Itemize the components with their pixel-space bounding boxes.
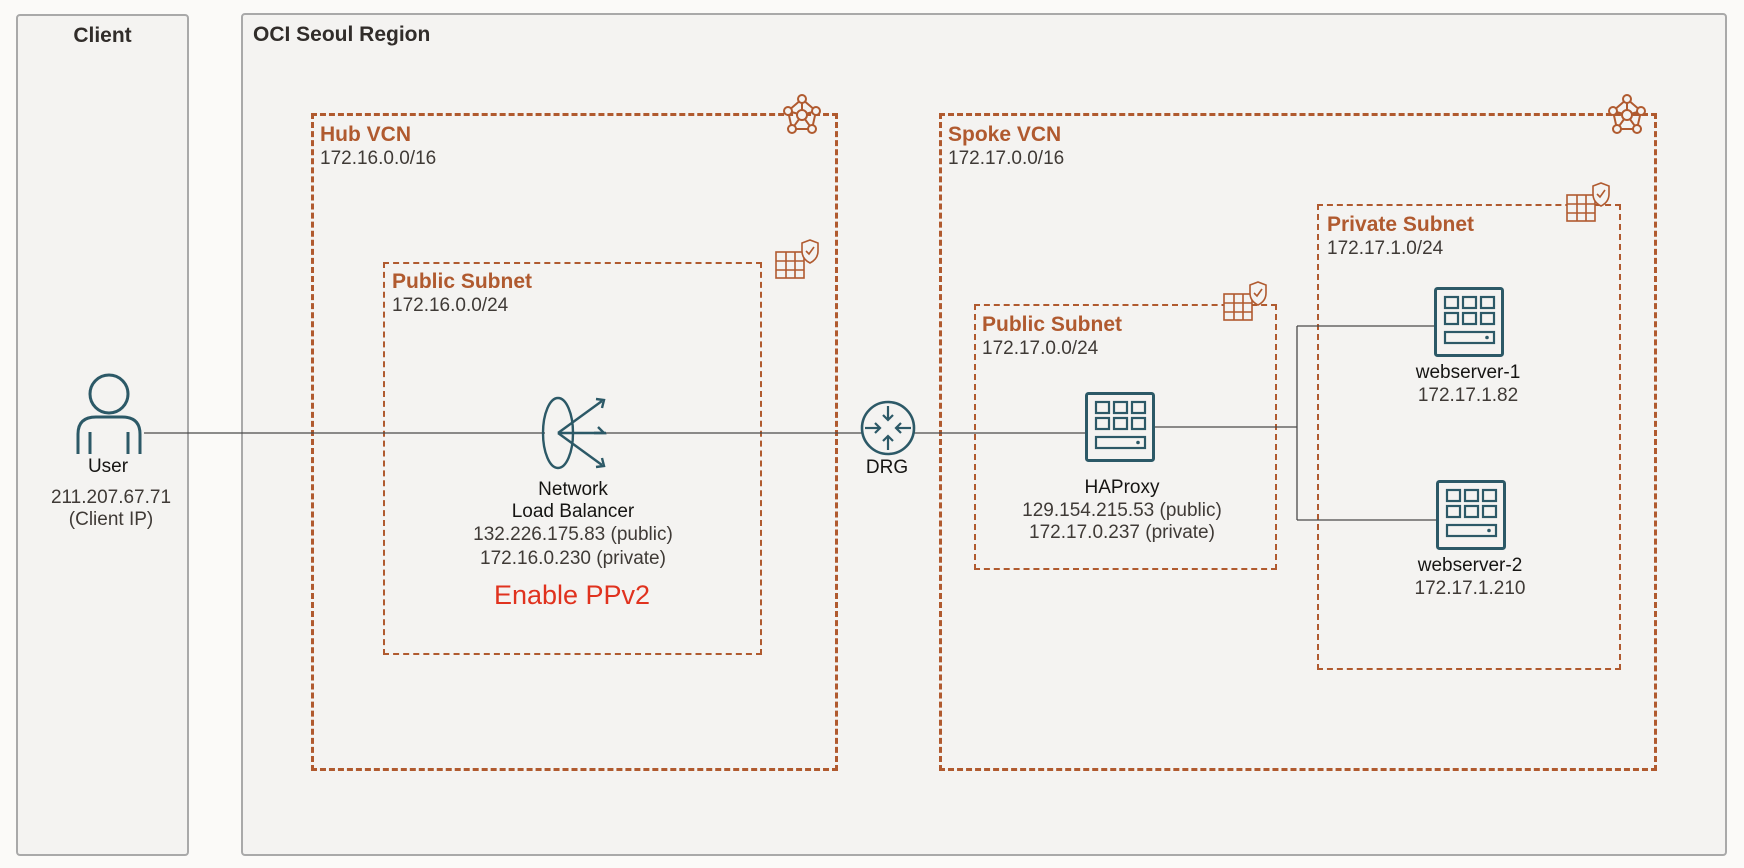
spoke-vcn-cidr: 172.17.0.0/16 (948, 148, 1065, 169)
nlb-label-line1: Network (538, 479, 608, 500)
user-ip-note: (Client IP) (68, 509, 154, 530)
user-icon (76, 373, 142, 454)
compute-instance-icon (1436, 480, 1506, 550)
drg-router-icon (860, 400, 916, 456)
hub-public-subnet (383, 262, 762, 655)
webserver2-ip: 172.17.1.210 (1414, 578, 1526, 599)
security-list-icon (1223, 281, 1267, 321)
hub-vcn-title: Hub VCN (320, 123, 411, 146)
hub-public-subnet-title: Public Subnet (392, 270, 533, 293)
nlb-public-ip: 132.226.175.83 (public) (473, 524, 673, 545)
spoke-public-subnet-title: Public Subnet (982, 313, 1123, 336)
webserver1-label: webserver-1 (1415, 362, 1521, 383)
user-ip: 211.207.67.71 (50, 487, 172, 508)
compute-instance-icon (1434, 287, 1504, 357)
spoke-vcn (939, 113, 1657, 771)
webserver1-ip: 172.17.1.82 (1417, 385, 1519, 406)
nlb-private-ip: 172.16.0.230 (private) (480, 548, 666, 569)
webserver2-label: webserver-2 (1417, 555, 1523, 576)
hub-vcn (311, 113, 838, 771)
spoke-private-subnet (1317, 204, 1621, 670)
vcn-icon (783, 94, 821, 134)
oci-seoul-region: OCI Seoul Region (241, 13, 1727, 856)
spoke-private-subnet-title: Private Subnet (1327, 213, 1475, 236)
oci-region-title: OCI Seoul Region (253, 23, 431, 46)
load-balancer-icon (541, 396, 607, 470)
security-list-icon (1566, 182, 1610, 222)
spoke-public-subnet-cidr: 172.17.0.0/24 (982, 338, 1099, 359)
client-region-title: Client (73, 24, 132, 47)
spoke-public-subnet (974, 304, 1277, 570)
nlb-label-line2: Load Balancer (511, 501, 635, 522)
haproxy-private-ip: 172.17.0.237 (private) (1029, 522, 1215, 543)
haproxy-public-ip: 129.154.215.53 (public) (1022, 500, 1222, 521)
haproxy-label: HAProxy (1084, 477, 1160, 498)
enable-ppv2-note: Enable PPv2 (493, 580, 651, 610)
hub-vcn-cidr: 172.16.0.0/16 (320, 148, 437, 169)
hub-public-subnet-cidr: 172.16.0.0/24 (392, 295, 509, 316)
spoke-vcn-title: Spoke VCN (948, 123, 1062, 146)
vcn-icon (1608, 94, 1646, 134)
user-label: User (87, 456, 129, 477)
security-list-icon (775, 239, 819, 279)
drg-label: DRG (865, 457, 909, 478)
spoke-private-subnet-cidr: 172.17.1.0/24 (1327, 238, 1444, 259)
compute-instance-icon (1085, 392, 1155, 462)
